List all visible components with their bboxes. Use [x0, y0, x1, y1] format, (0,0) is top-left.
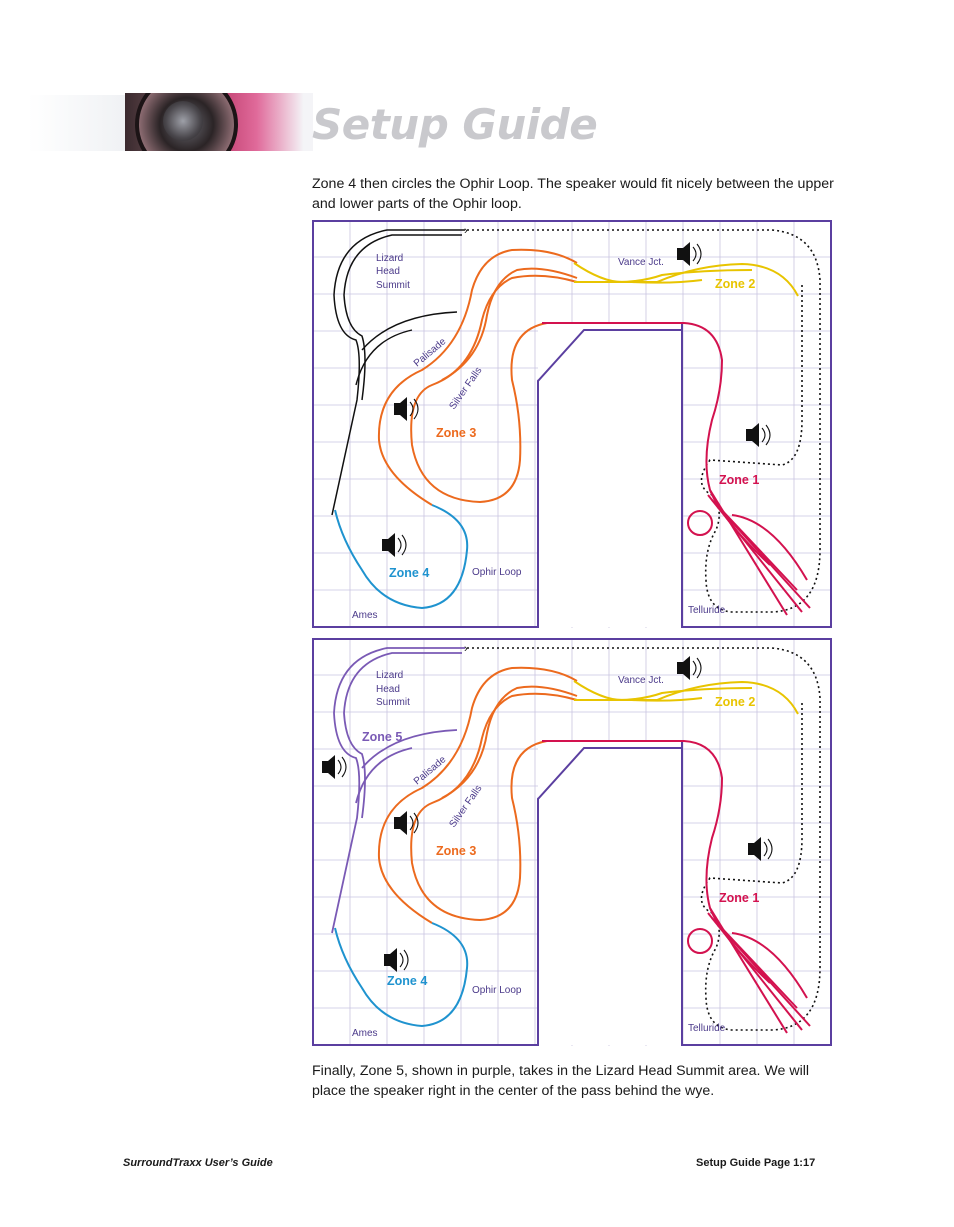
speaker-icon	[748, 837, 773, 861]
zone3-track	[377, 248, 622, 506]
footer-page-number: Setup Guide Page 1:17	[696, 1157, 816, 1169]
zone1-track	[542, 740, 811, 1034]
label-ophir: Ophir Loop	[472, 567, 522, 578]
zone5-track	[331, 647, 465, 934]
zone2-track	[573, 680, 799, 715]
svg-text:›: ›	[464, 225, 468, 237]
zone2-track	[573, 262, 799, 297]
speaker-icon	[677, 656, 702, 680]
label-vance: Vance Jct.	[618, 675, 664, 686]
speaker-icon	[322, 755, 347, 779]
zone5-label: Zone 5	[362, 730, 402, 744]
label-telluride: Telluride	[688, 605, 726, 616]
label-ames: Ames	[352, 610, 378, 621]
intro-paragraph: Zone 4 then circles the Ophir Loop. The …	[312, 176, 834, 212]
speaker-icon	[384, 948, 409, 972]
page-title: Setup Guide	[312, 100, 598, 149]
speaker-icon	[394, 811, 419, 835]
speaker-icon	[746, 423, 771, 447]
closing-paragraph: Finally, Zone 5, shown in purple, takes …	[312, 1063, 810, 1099]
label-lizard-3: Summit	[376, 280, 410, 291]
label-lizard-1: Lizard	[376, 670, 403, 681]
layout-diagram-top: › Lizard Head Summit Vance Jct. Palisade…	[312, 220, 832, 628]
speaker-icon	[382, 533, 407, 557]
label-lizard-2: Head	[376, 266, 400, 277]
zone3-label: Zone 3	[436, 426, 476, 440]
footer-guide-title: SurroundTraxx User’s Guide	[123, 1157, 273, 1169]
zone2-label: Zone 2	[715, 277, 755, 291]
speaker-icon	[677, 242, 702, 266]
zone1-label: Zone 1	[719, 891, 759, 905]
zone3-label: Zone 3	[436, 844, 476, 858]
label-vance: Vance Jct.	[618, 257, 664, 268]
dotted-track	[467, 647, 821, 1031]
label-lizard-2: Head	[376, 684, 400, 695]
zone1-label: Zone 1	[719, 473, 759, 487]
zone4-track	[334, 922, 469, 1028]
svg-text:›: ›	[464, 643, 468, 655]
zone4-label: Zone 4	[389, 566, 429, 580]
speaker-photo	[125, 93, 313, 151]
label-lizard-3: Summit	[376, 697, 410, 708]
zone1-track	[542, 322, 811, 616]
label-ophir: Ophir Loop	[472, 985, 522, 996]
zone4-label: Zone 4	[387, 974, 427, 988]
speaker-icon	[394, 397, 419, 421]
layout-diagram-bottom: › Lizard Head Summit Vance Jct. Palisade…	[312, 638, 832, 1046]
dotted-track	[467, 229, 821, 613]
zone2-label: Zone 2	[715, 695, 755, 709]
label-telluride: Telluride	[688, 1023, 726, 1034]
label-lizard-1: Lizard	[376, 253, 403, 264]
zone-black-track	[331, 229, 465, 516]
label-ames: Ames	[352, 1028, 378, 1039]
zone4-track	[334, 504, 469, 610]
zone3-track	[377, 666, 622, 924]
